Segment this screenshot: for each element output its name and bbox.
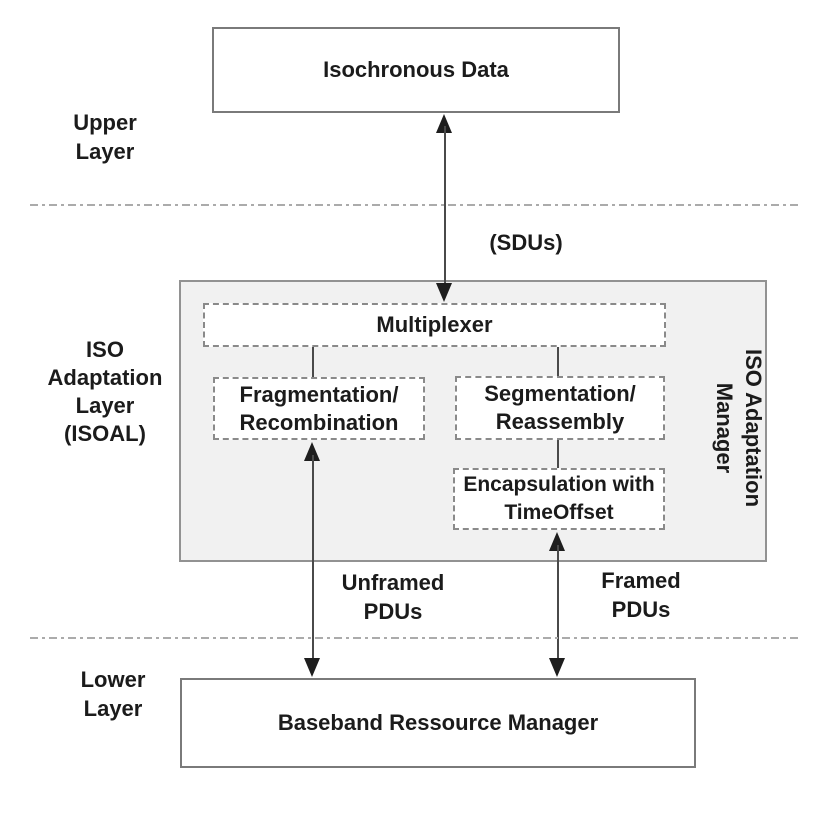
unframed-arrow-line xyxy=(312,455,314,665)
encapsulation-timeoffset-box: Encapsulation with TimeOffset xyxy=(453,468,665,530)
upper-layer-label-line2: Layer xyxy=(75,139,135,164)
framed-pdus-label-line2: PDUs xyxy=(611,597,671,622)
unframed-arrow-up-head-icon xyxy=(304,442,320,461)
sdus-label: (SDUs) xyxy=(489,230,563,255)
connector-multiplexer-fragmentation xyxy=(312,347,314,377)
iso-adaptation-manager-line1: ISO Adaptation xyxy=(741,348,766,508)
sdus-arrow-line xyxy=(444,126,446,288)
baseband-resource-manager-box: Baseband Ressource Manager xyxy=(180,678,696,768)
lower-layer-label-line1: Lower xyxy=(80,667,146,692)
unframed-pdus-label-line2: PDUs xyxy=(363,599,423,624)
iso-adaptation-manager-line2: Manager xyxy=(712,382,737,474)
baseband-resource-manager-label: Baseband Ressource Manager xyxy=(277,710,599,735)
framed-arrow-line xyxy=(557,545,559,665)
isochronous-data-box: Isochronous Data xyxy=(212,27,620,113)
fragmentation-label-line2: Recombination xyxy=(239,409,399,435)
lower-layer-label-line2: Layer xyxy=(83,696,143,721)
framed-pdus-label-line1: Framed xyxy=(601,568,681,593)
iso-adaptation-manager-label: ISO Adaptation Manager xyxy=(708,328,768,528)
sdus-arrow-down-head-icon xyxy=(436,283,452,302)
framed-pdus-label: Framed PDUs xyxy=(578,566,704,624)
sdus-arrow-up-head-icon xyxy=(436,114,452,133)
isoal-layer-label-line1: ISO xyxy=(86,337,124,362)
unframed-pdus-label: Unframed PDUs xyxy=(330,568,456,626)
isochronous-data-label: Isochronous Data xyxy=(323,57,509,82)
upper-layer-label: Upper Layer xyxy=(40,108,170,166)
unframed-arrow-down-head-icon xyxy=(304,658,320,677)
isoal-layer-label-line4: (ISOAL) xyxy=(64,421,146,446)
unframed-pdus-label-line1: Unframed xyxy=(341,570,445,595)
encapsulation-label-line2: TimeOffset xyxy=(504,501,614,524)
isoal-layer-label-line3: Layer xyxy=(75,393,135,418)
segmentation-label-line2: Reassembly xyxy=(495,409,625,434)
segmentation-reassembly-box: Segmentation/ Reassembly xyxy=(455,376,665,440)
isoal-layer-label: ISO Adaptation Layer (ISOAL) xyxy=(30,336,180,448)
fragmentation-label-line1: Fragmentation/ xyxy=(239,381,399,407)
isoal-layer-label-line2: Adaptation xyxy=(47,365,163,390)
framed-arrow-down-head-icon xyxy=(549,658,565,677)
multiplexer-label: Multiplexer xyxy=(376,312,493,337)
upper-layer-label-line1: Upper xyxy=(73,110,137,135)
fragmentation-recombination-box: Fragmentation/ Recombination xyxy=(213,377,425,440)
segmentation-label-line1: Segmentation/ xyxy=(484,381,636,406)
connector-segmentation-encapsulation xyxy=(557,440,559,468)
framed-arrow-up-head-icon xyxy=(549,532,565,551)
multiplexer-box: Multiplexer xyxy=(203,303,666,347)
encapsulation-label-line1: Encapsulation with xyxy=(463,473,655,496)
connector-multiplexer-segmentation xyxy=(557,347,559,376)
upper-layer-separator-line xyxy=(30,204,798,206)
lower-layer-label: Lower Layer xyxy=(50,665,176,723)
lower-layer-separator-line xyxy=(30,637,798,639)
